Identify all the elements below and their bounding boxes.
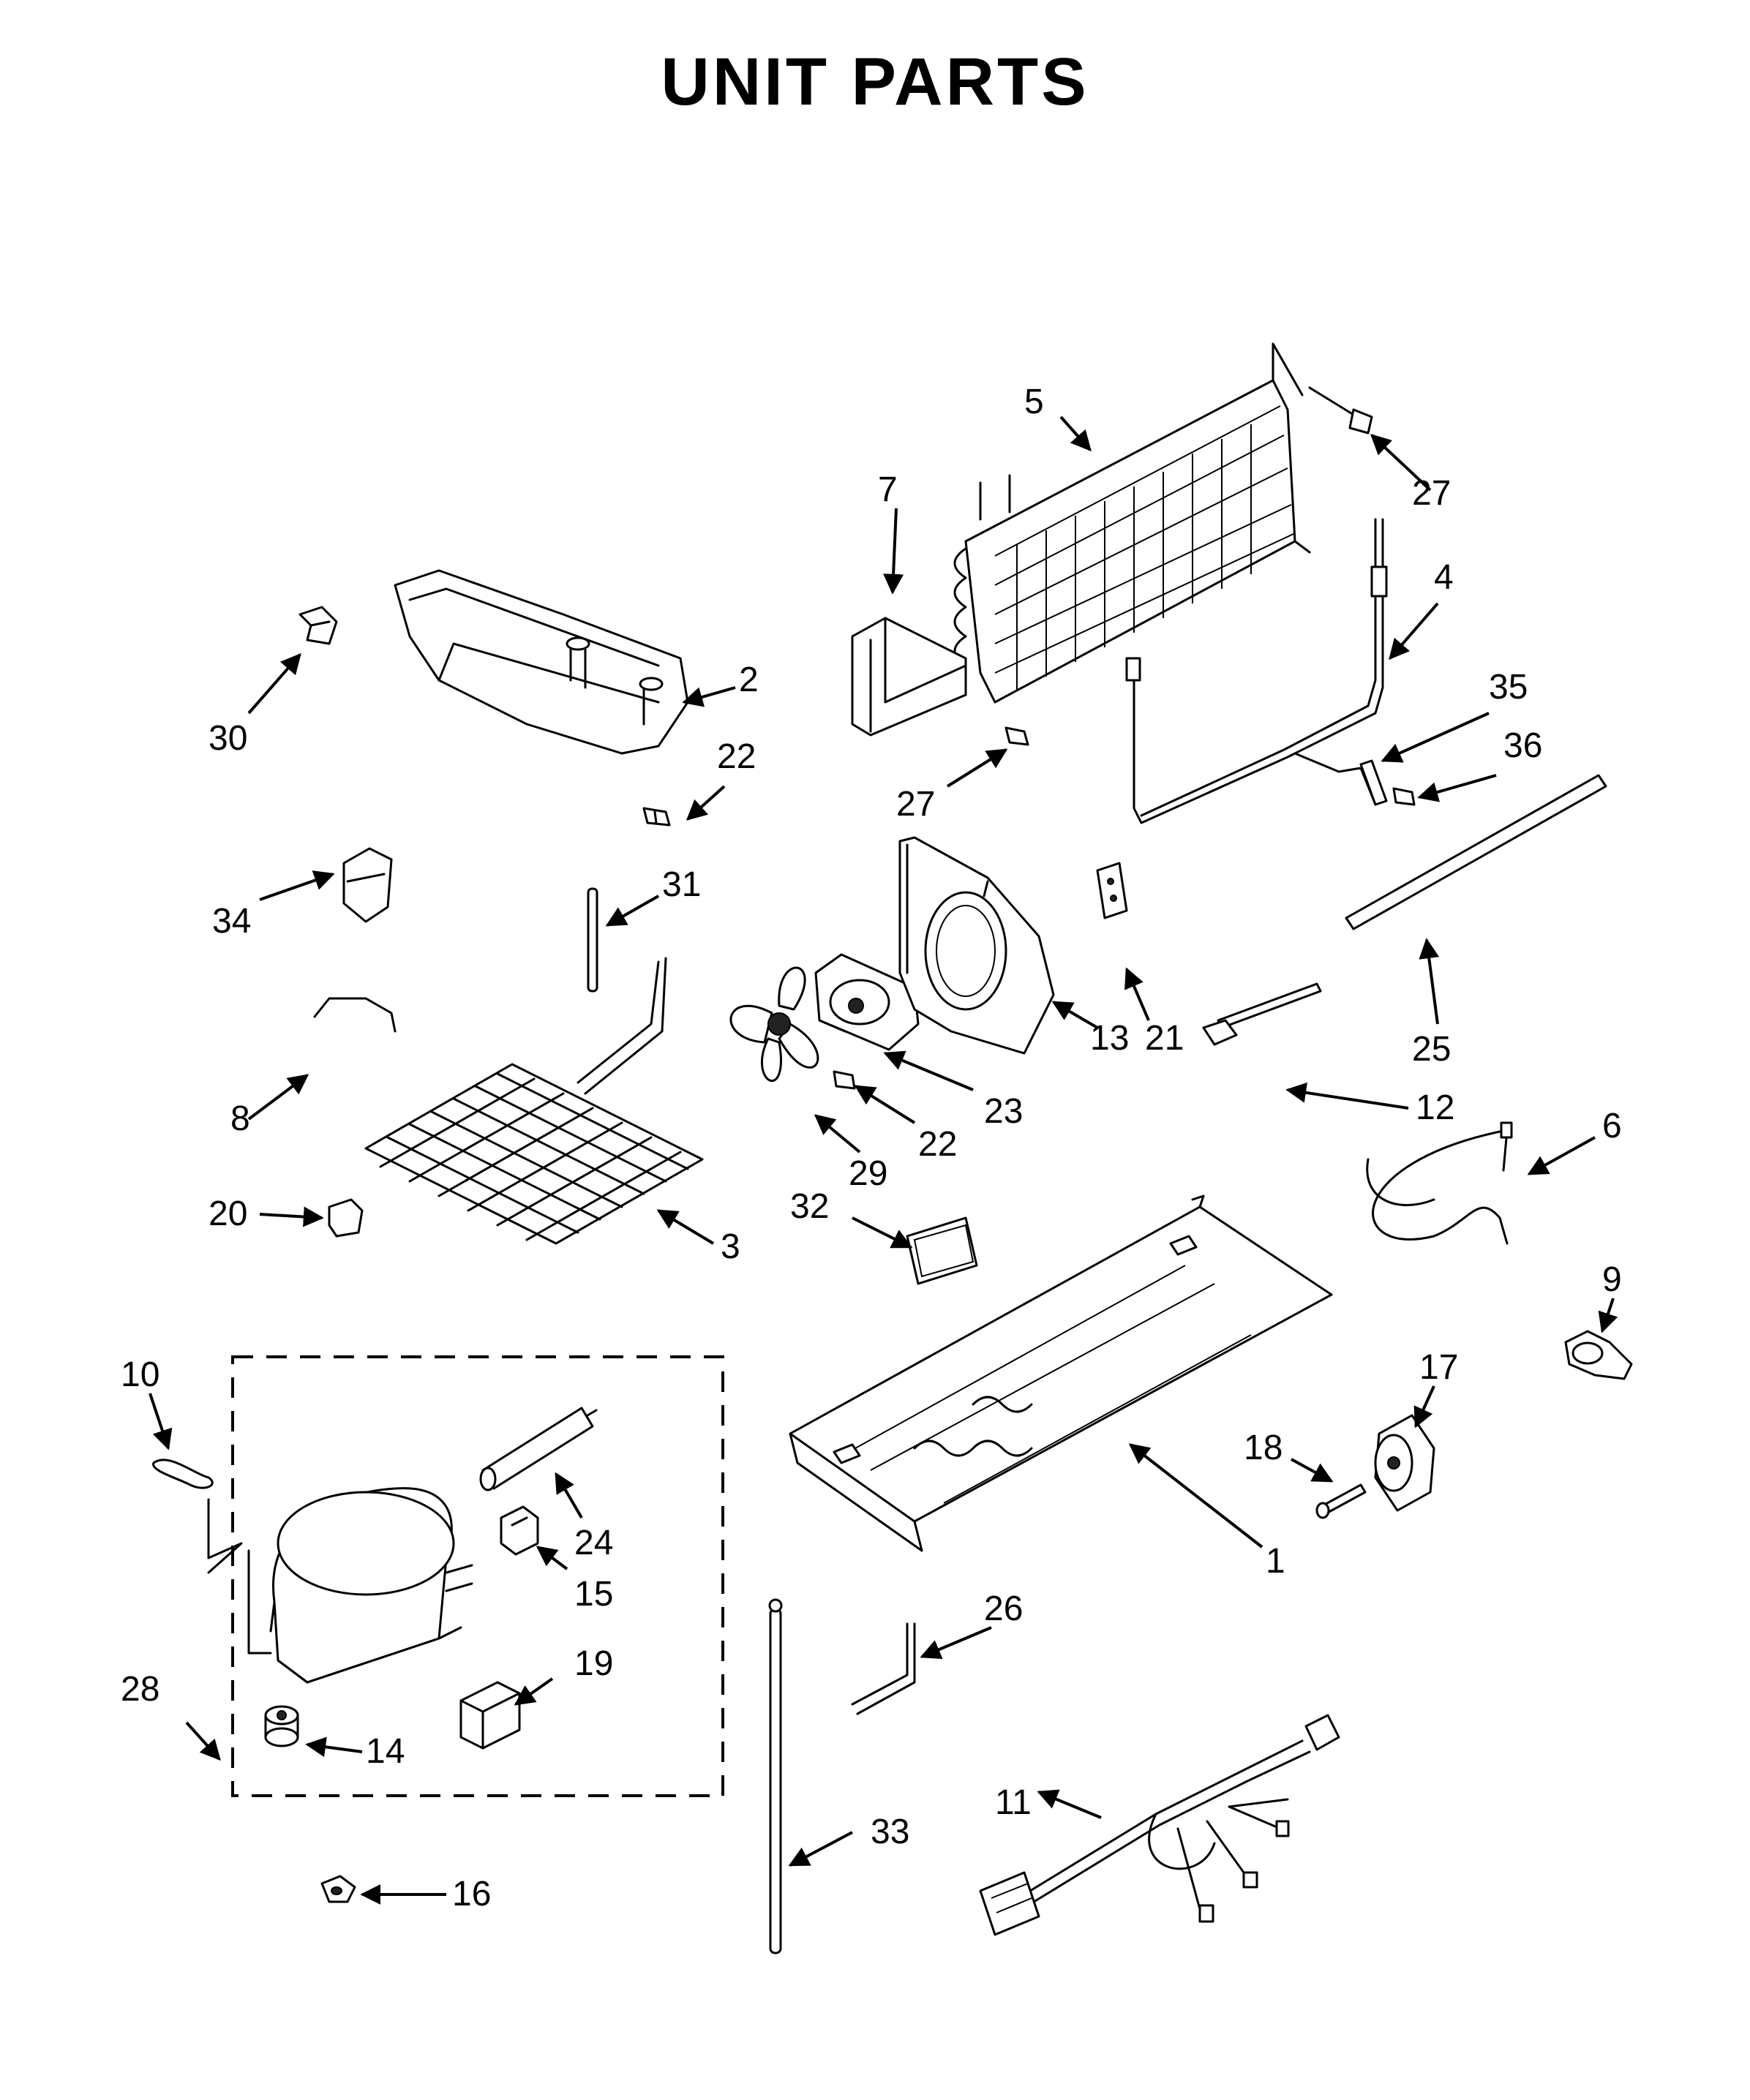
part-25-strip [1345, 774, 1607, 930]
callout-20: 20 [209, 1194, 247, 1233]
part-28-compressor-assembly-box [231, 1355, 724, 1797]
part-31-tube [587, 887, 598, 993]
diagram-title: UNIT PARTS [661, 45, 1089, 119]
callout-2: 2 [739, 661, 759, 699]
part-27-screw-top [1308, 386, 1373, 434]
callout-5: 5 [1024, 383, 1044, 421]
part-30-clip [298, 606, 338, 645]
callout-34: 34 [212, 902, 251, 941]
callout-35: 35 [1489, 668, 1528, 707]
callout-31: 31 [662, 865, 701, 904]
part-20-clip [328, 1198, 364, 1238]
part-1-base-pan [789, 1194, 1333, 1552]
part-22-screw-fan [833, 1070, 856, 1090]
callout-36: 36 [1503, 726, 1542, 765]
callout-3: 3 [721, 1227, 740, 1266]
callout-32: 32 [790, 1187, 829, 1226]
callout-26: 26 [984, 1589, 1023, 1628]
callout-10: 10 [121, 1355, 159, 1394]
part-7-coil-bracket [851, 617, 967, 737]
part-22-screw-top [642, 807, 671, 827]
callout-21: 21 [1145, 1019, 1184, 1058]
callout-7: 7 [878, 470, 898, 509]
part-4-defrost-heater [1125, 518, 1388, 824]
part-19-capacitor [459, 1681, 521, 1750]
part-23-fan-motor [814, 953, 920, 1051]
part-9-clamp [1564, 1330, 1633, 1380]
part-29-fan-blade [729, 966, 819, 1083]
part-2-drain-tray [394, 569, 689, 755]
callout-11: 11 [995, 1783, 1032, 1822]
callout-13: 13 [1090, 1019, 1129, 1058]
part-24-drier [479, 1407, 598, 1491]
callout-22a: 22 [717, 737, 756, 776]
callout-24: 24 [574, 1524, 613, 1562]
callout-27a: 27 [1412, 474, 1451, 513]
callout-9: 9 [1602, 1260, 1622, 1299]
callout-27b: 27 [896, 785, 935, 824]
callout-18: 18 [1244, 1429, 1283, 1467]
part-18-pin [1315, 1483, 1367, 1519]
part-21-board [1096, 862, 1128, 919]
part-34-bracket [342, 847, 393, 923]
callout-25: 25 [1412, 1030, 1451, 1069]
callout-22b: 22 [918, 1125, 957, 1164]
leader-arrows [149, 415, 1618, 1905]
part-14-grommet [264, 1705, 299, 1747]
part-13-fan-shroud [898, 836, 1055, 1055]
part-36-screw [1392, 787, 1416, 806]
callout-15: 15 [574, 1575, 613, 1614]
part-3-condenser [364, 957, 704, 1245]
part-27-screw-bottom [1004, 726, 1029, 746]
callout-4: 4 [1434, 558, 1454, 597]
part-6-tubing [1366, 1121, 1513, 1245]
callout-29: 29 [849, 1154, 887, 1193]
callout-23: 23 [984, 1092, 1023, 1131]
part-10-lead [152, 1459, 272, 1655]
part-11-wire-harness [979, 1714, 1340, 1936]
callout-33: 33 [871, 1813, 909, 1851]
part-16-clip [320, 1875, 356, 1903]
callout-19: 19 [574, 1644, 613, 1683]
part-8-wire [313, 997, 397, 1033]
part-5-evaporator-coil [953, 342, 1311, 704]
part-33-tube [768, 1598, 783, 1954]
callout-1: 1 [1266, 1542, 1285, 1581]
part-15-relay [500, 1505, 539, 1556]
callout-12: 12 [1416, 1088, 1454, 1127]
callout-labels: 1 2 3 4 5 6 7 8 9 10 11 12 13 14 15 16 1… [121, 383, 1622, 1913]
callout-30: 30 [209, 719, 247, 758]
part-26-bent-tube [851, 1622, 916, 1715]
callout-16: 16 [452, 1875, 491, 1913]
part-32-filter-pad [906, 1216, 978, 1285]
callout-8: 8 [230, 1099, 250, 1138]
part-35-clip [1293, 752, 1388, 806]
callout-6: 6 [1602, 1107, 1622, 1145]
part-12-heater-strip [1202, 982, 1322, 1046]
callout-17: 17 [1419, 1348, 1458, 1387]
compressor [269, 1487, 473, 1684]
callout-14: 14 [366, 1732, 405, 1771]
callout-28: 28 [121, 1670, 159, 1709]
part-17-damper [1374, 1414, 1435, 1512]
